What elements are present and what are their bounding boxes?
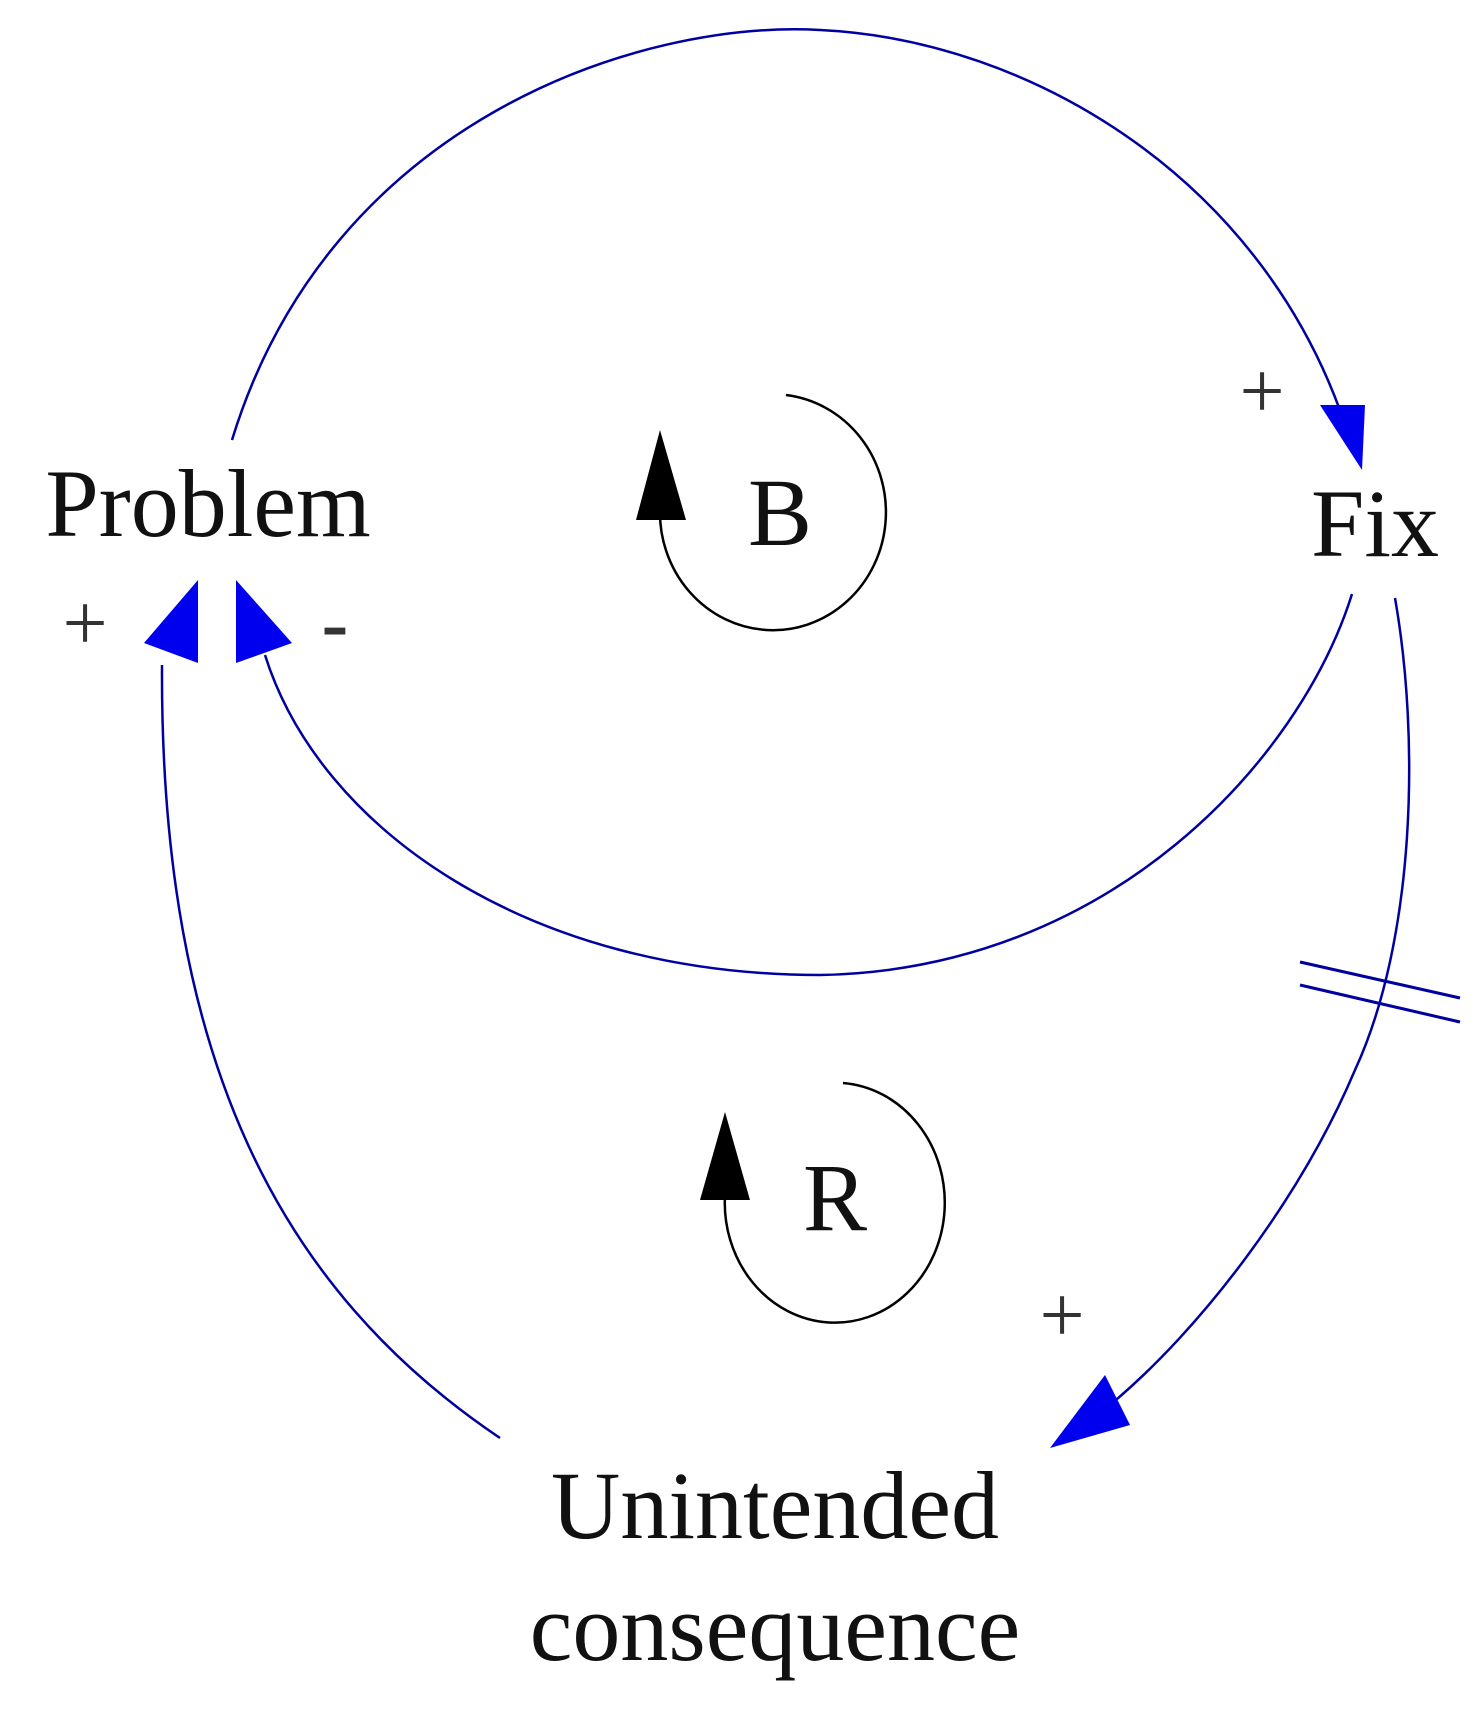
polarity-fix-to-unintended: +	[1039, 1272, 1084, 1360]
polarity-unintended-to-problem: +	[62, 580, 107, 668]
reinforcing-loop-label: R	[803, 1144, 867, 1251]
balancing-loop-circle	[658, 393, 888, 632]
node-problem: Problem	[45, 450, 370, 557]
link-fix-to-unintended	[1109, 597, 1411, 1406]
balancing-loop-arrowhead	[636, 430, 686, 520]
balancing-loop-label: B	[748, 459, 812, 566]
polarity-fix-to-problem: -	[322, 580, 349, 668]
arrowhead-into-problem-from-unintended	[144, 580, 198, 663]
node-unintended-line1: Unintended	[551, 1452, 999, 1559]
arrowhead-into-problem-from-fix	[236, 580, 292, 663]
polarity-problem-to-fix: +	[1239, 348, 1284, 436]
arrowhead-into-unintended	[1050, 1375, 1130, 1448]
link-problem-to-fix	[230, 28, 1352, 441]
node-unintended-line2: consequence	[530, 1574, 1020, 1681]
reinforcing-loop-circle	[723, 1081, 947, 1324]
delay-marker	[1299, 960, 1461, 1024]
link-fix-to-problem	[263, 593, 1354, 977]
reinforcing-loop-arrowhead	[700, 1112, 750, 1200]
link-unintended-to-problem	[160, 664, 501, 1440]
node-fix: Fix	[1311, 470, 1439, 577]
arrowhead-into-fix	[1320, 405, 1365, 470]
